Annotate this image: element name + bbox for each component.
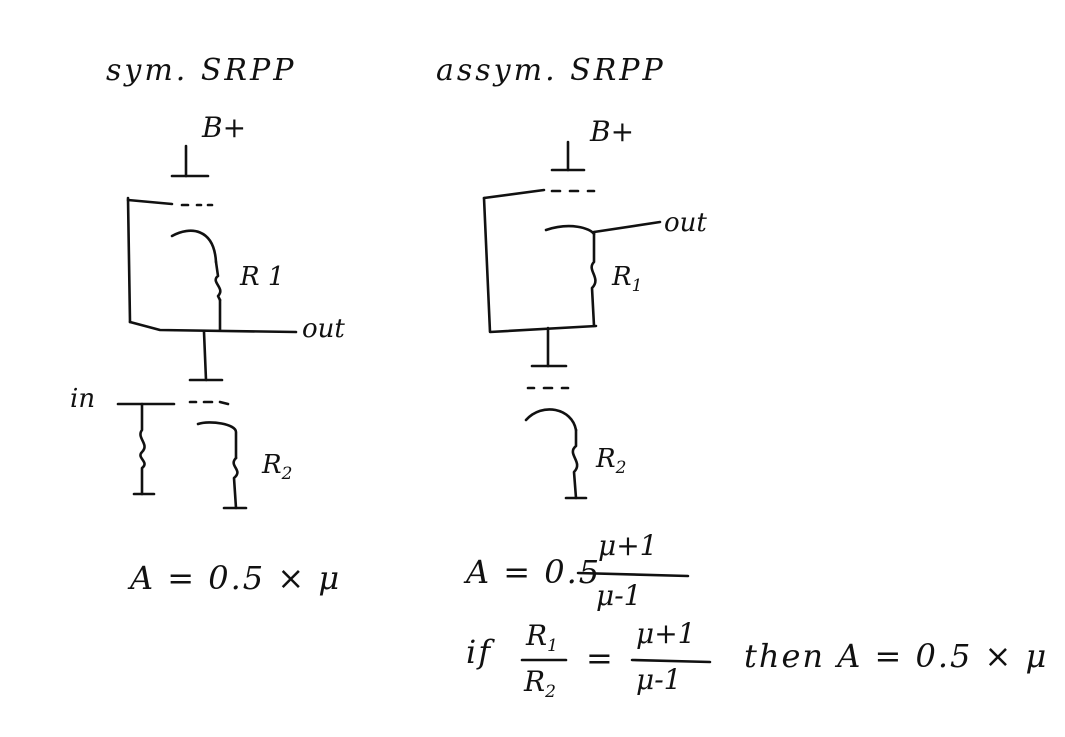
right-r1-main: R (612, 262, 632, 292)
left-lower-tube-dash (188, 400, 230, 406)
right-schematic (482, 140, 662, 500)
cond-lhs-den-main: R (524, 665, 546, 698)
left-r2-label: R2 (262, 452, 292, 483)
cond-equals: = (586, 639, 615, 677)
right-loop-wire (482, 196, 598, 334)
cond-then: then A = 0.5 × μ (744, 637, 1049, 675)
left-upper-cathode-arc (170, 229, 218, 264)
right-out-wire (592, 220, 662, 234)
right-formula-lhs: A = 0.5 (466, 553, 602, 591)
cond-rhs-fraction-bar (630, 658, 712, 664)
left-formula: A = 0.5 × μ (130, 559, 342, 597)
left-r1-label: R 1 (240, 262, 285, 292)
left-feedback-wire (126, 196, 132, 324)
right-bplus-label: B+ (590, 115, 635, 148)
right-r2-label: R2 (596, 446, 626, 477)
left-r2-main: R (262, 450, 282, 480)
right-r1-label: R1 (612, 264, 642, 295)
right-formula-fraction-bar (576, 571, 690, 578)
left-out-wire (128, 320, 298, 334)
left-upper-plate-line (126, 198, 174, 206)
right-r2-sub: 2 (615, 458, 627, 478)
right-formula-numerator: μ+1 (598, 529, 658, 562)
right-upper-plate-line (482, 188, 546, 200)
left-title: sym. SRPP (106, 53, 297, 88)
right-upper-cathode-arc (544, 224, 596, 236)
right-title: assym. SRPP (436, 53, 666, 88)
right-r2-resistor (571, 428, 579, 500)
right-out-label: out (664, 208, 707, 238)
left-r2-sub: 2 (281, 464, 293, 484)
cond-if: if (466, 633, 493, 671)
cond-lhs-den-sub: 2 (545, 682, 556, 702)
cond-lhs-num-main: R (526, 619, 548, 652)
left-out-label: out (302, 314, 345, 344)
right-r1-resistor (590, 230, 597, 328)
cond-lhs-num-sub: 1 (547, 636, 558, 656)
cond-lhs-denominator: R2 (524, 668, 556, 701)
left-schematic (116, 144, 298, 510)
cond-rhs-denominator: μ-1 (636, 663, 682, 696)
left-bplus-label: B+ (202, 111, 247, 144)
cond-lhs-numerator: R1 (526, 622, 558, 655)
right-formula-denominator: μ-1 (596, 579, 642, 612)
right-r1-sub: 1 (631, 276, 643, 296)
left-grid-resistor (139, 402, 146, 496)
right-r2-main: R (596, 444, 616, 474)
left-lower-plate-wire (202, 330, 208, 382)
left-r2-resistor (232, 456, 239, 510)
left-r1-resistor (214, 260, 222, 302)
left-in-label: in (70, 384, 96, 414)
cond-rhs-numerator: μ+1 (636, 617, 696, 650)
right-lower-cathode-arc (524, 408, 578, 432)
left-lower-cathode-arc (196, 421, 238, 460)
